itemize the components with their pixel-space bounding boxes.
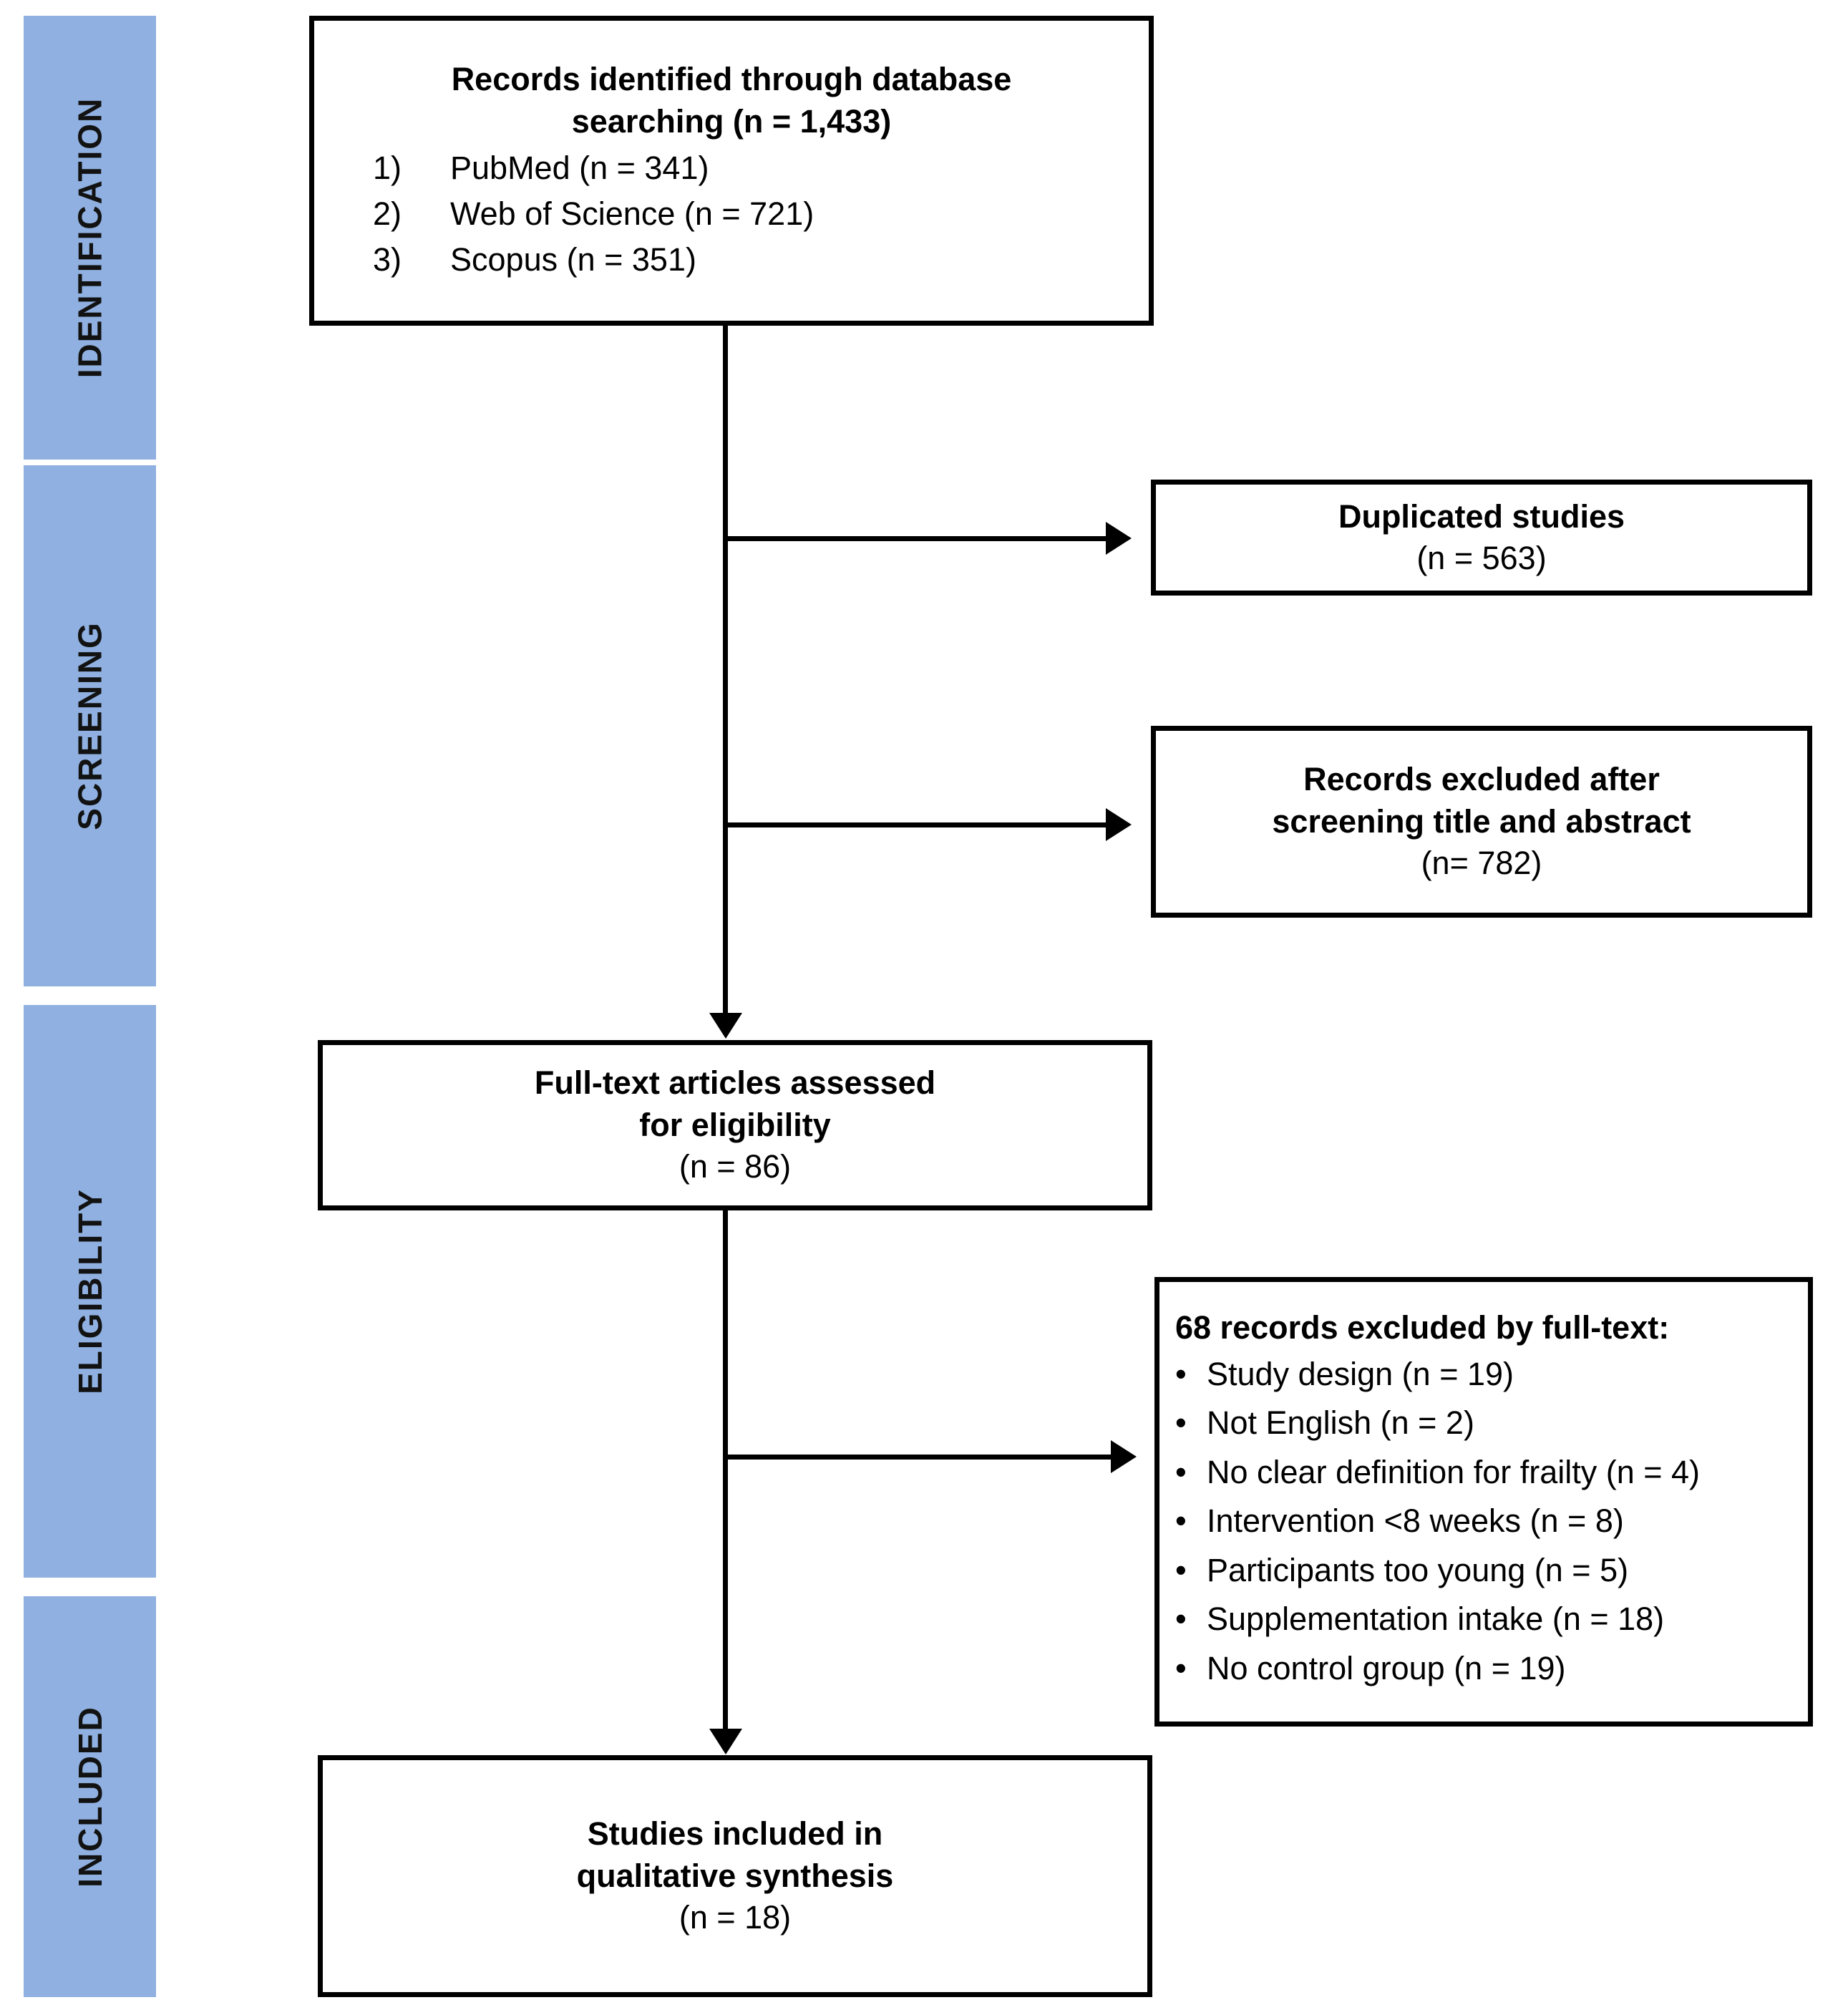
fulltext-assessed-count: (n = 86) xyxy=(679,1148,792,1185)
duplicated-studies-count: (n = 563) xyxy=(1416,540,1547,576)
box-duplicated-studies: Duplicated studies (n = 563) xyxy=(1151,480,1812,596)
connector-to-duplicates xyxy=(725,536,1108,541)
exclusion-reason: No control group (n = 19) xyxy=(1207,1649,1566,1686)
excluded-by-fulltext-heading: 68 records excluded by full-text: xyxy=(1175,1309,1670,1346)
bullet-icon: • xyxy=(1175,1649,1187,1686)
exclusion-reason: Intervention <8 weeks (n = 8) xyxy=(1207,1502,1624,1539)
studies-included-title-line2: qualitative synthesis xyxy=(576,1857,894,1894)
connector-to-excluded-fulltext xyxy=(725,1455,1114,1460)
list-item: • Participants too young (n = 5) xyxy=(1175,1550,1792,1592)
studies-included-count: (n = 18) xyxy=(679,1899,792,1936)
bullet-icon: • xyxy=(1175,1453,1187,1490)
arrow-down-to-fulltext xyxy=(709,1013,742,1039)
bullet-icon: • xyxy=(1175,1355,1187,1392)
connector-to-screened-out xyxy=(725,822,1108,827)
list-item: 3) Scopus (n = 351) xyxy=(333,237,1130,283)
box-excluded-by-fulltext: 68 records excluded by full-text: • Stud… xyxy=(1154,1277,1813,1727)
arrow-right-to-duplicates xyxy=(1106,522,1132,555)
exclusion-reason: No clear definition for frailty (n = 4) xyxy=(1207,1453,1701,1490)
exclusion-reason: Participants too young (n = 5) xyxy=(1207,1551,1629,1588)
records-identified-title-line1: Records identified through database xyxy=(451,61,1012,98)
records-excluded-screening-title-line1: Records excluded after xyxy=(1303,761,1660,798)
source-label: Web of Science (n = 721) xyxy=(450,195,814,233)
exclusion-reason: Study design (n = 19) xyxy=(1207,1355,1514,1392)
stage-label-eligibility: ELIGIBILITY xyxy=(71,1188,109,1394)
list-item: 2) Web of Science (n = 721) xyxy=(333,191,1130,237)
source-number: 1) xyxy=(373,150,402,187)
bullet-icon: • xyxy=(1175,1551,1187,1588)
list-item: • No control group (n = 19) xyxy=(1175,1648,1792,1690)
source-list: 1) PubMed (n = 341) 2) Web of Science (n… xyxy=(333,145,1130,283)
list-item: • No clear definition for frailty (n = 4… xyxy=(1175,1452,1792,1494)
source-number: 2) xyxy=(373,195,402,233)
fulltext-assessed-title-line2: for eligibility xyxy=(639,1106,831,1143)
stage-label-identification: IDENTIFICATION xyxy=(71,97,109,379)
duplicated-studies-title: Duplicated studies xyxy=(1338,497,1625,535)
stage-label-included: INCLUDED xyxy=(71,1706,109,1888)
box-fulltext-assessed: Full-text articles assessed for eligibil… xyxy=(318,1040,1152,1210)
records-excluded-screening-title-line2: screening title and abstract xyxy=(1272,802,1691,840)
source-number: 3) xyxy=(373,241,402,278)
bullet-icon: • xyxy=(1175,1601,1187,1637)
box-records-excluded-screening: Records excluded after screening title a… xyxy=(1151,726,1812,918)
box-studies-included: Studies included in qualitative synthesi… xyxy=(318,1755,1152,1997)
connector-identified-to-fulltext xyxy=(723,326,728,1016)
studies-included-title-line1: Studies included in xyxy=(587,1815,883,1853)
stage-bar-included: INCLUDED xyxy=(24,1596,156,1997)
stage-label-screening: SCREENING xyxy=(71,621,109,830)
exclusion-reason: Not English (n = 2) xyxy=(1207,1404,1474,1441)
stage-bar-eligibility: ELIGIBILITY xyxy=(24,1005,156,1578)
stage-bar-screening: SCREENING xyxy=(24,465,156,986)
list-item: • Study design (n = 19) xyxy=(1175,1354,1792,1396)
connector-fulltext-to-included xyxy=(723,1210,728,1732)
list-item: • Not English (n = 2) xyxy=(1175,1402,1792,1445)
bullet-icon: • xyxy=(1175,1404,1187,1441)
records-identified-title-line2: searching (n = 1,433) xyxy=(571,102,892,140)
fulltext-assessed-title-line1: Full-text articles assessed xyxy=(534,1064,936,1102)
stage-bar-identification: IDENTIFICATION xyxy=(24,16,156,460)
list-item: • Supplementation intake (n = 18) xyxy=(1175,1598,1792,1641)
list-item: • Intervention <8 weeks (n = 8) xyxy=(1175,1500,1792,1543)
box-records-identified: Records identified through database sear… xyxy=(309,16,1154,326)
arrow-down-to-included xyxy=(709,1729,742,1754)
arrow-right-to-excluded-fulltext xyxy=(1111,1440,1137,1473)
exclusion-reason-list: • Study design (n = 19) • Not English (n… xyxy=(1175,1354,1792,1690)
records-excluded-screening-count: (n= 782) xyxy=(1421,845,1542,882)
source-label: Scopus (n = 351) xyxy=(450,241,696,278)
arrow-right-to-screened-out xyxy=(1106,808,1132,841)
source-label: PubMed (n = 341) xyxy=(450,150,709,187)
bullet-icon: • xyxy=(1175,1502,1187,1539)
list-item: 1) PubMed (n = 341) xyxy=(333,145,1130,191)
exclusion-reason: Supplementation intake (n = 18) xyxy=(1207,1601,1665,1637)
